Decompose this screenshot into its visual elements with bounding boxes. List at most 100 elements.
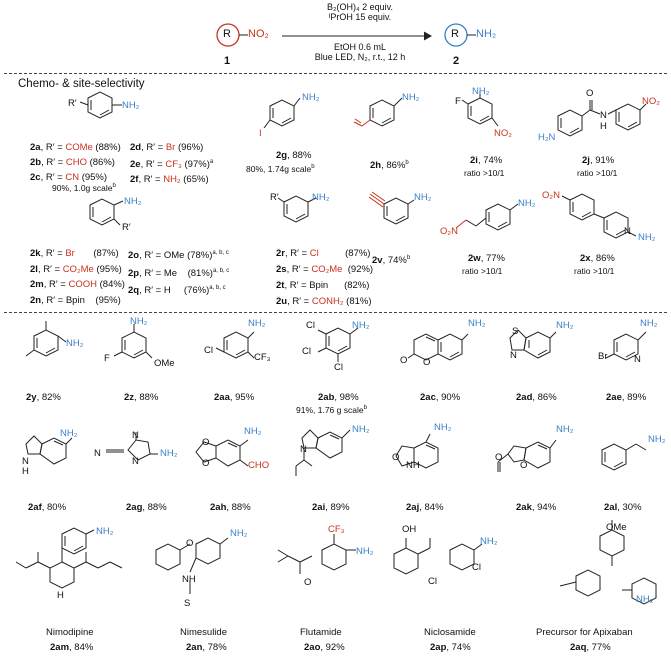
ether-o: O bbox=[186, 538, 194, 549]
caption-2ae: 2ae, 89% bbox=[606, 392, 647, 403]
nh2-label: NH₂ bbox=[60, 428, 78, 439]
reactant-group: NO₂ bbox=[248, 28, 269, 40]
entry-2l: 2l, R′ = CO₂Me (95%) bbox=[30, 263, 122, 275]
reactant-r: R bbox=[223, 28, 231, 40]
structure-2am bbox=[15, 527, 123, 589]
section-title: Chemo- & site-selectivity bbox=[18, 78, 145, 90]
reactant-circle bbox=[216, 23, 248, 47]
structure-2w bbox=[455, 203, 519, 231]
caption-2y: 2y, 82% bbox=[26, 392, 61, 403]
h2n-label: H₂N bbox=[538, 132, 556, 143]
structure-2z bbox=[113, 324, 153, 359]
nh2-label: NH₂ bbox=[312, 192, 330, 203]
cf3-label: CF₃ bbox=[254, 352, 271, 363]
iodo-label: I bbox=[259, 128, 262, 139]
structure-2ad bbox=[509, 329, 557, 359]
pyridine-n: N bbox=[634, 354, 641, 365]
nitro-label: O₂N bbox=[542, 190, 560, 201]
entry-2o: 2o, R′ = OMe (78%)a, b, c bbox=[128, 250, 229, 262]
rprime-label: R′ bbox=[270, 192, 279, 203]
entry-2a: 2a, R′ = COMe (88%) bbox=[30, 142, 121, 153]
group1-list-right: 2d, R′ = Br (96%) 2e, R′ = CF₃ (97%)a 2f… bbox=[130, 140, 213, 187]
conditions-above: B₂(OH)₄ 2 equiv. ᴵPrOH 15 equiv. bbox=[290, 2, 430, 22]
entry-2s: 2s, R′ = CO₂Me (92%) bbox=[276, 264, 374, 275]
nh2-label: NH₂ bbox=[402, 92, 420, 103]
ester-o: O bbox=[495, 452, 503, 463]
caption-2h: 2h, 86%b bbox=[370, 160, 409, 172]
carbonyl-o: O bbox=[400, 355, 408, 366]
structure-2x bbox=[561, 193, 637, 239]
drug-name-apixaban-precursor: Precursor for Apixaban bbox=[536, 627, 633, 638]
carbonyl-o: O bbox=[586, 88, 594, 99]
caption-2aa: 2aa, 95% bbox=[214, 392, 255, 403]
drug-name-niclosamide: Niclosamide bbox=[424, 627, 476, 638]
indole-n: N bbox=[300, 444, 307, 455]
chloro-label: Cl bbox=[306, 320, 315, 331]
condition-reagent: B₂(OH)₄ 2 equiv. bbox=[326, 2, 394, 12]
caption-2aj: 2aj, 84% bbox=[406, 502, 444, 513]
entry-2r: 2r, R′ = Cl (87%) bbox=[276, 248, 371, 259]
product-r: R bbox=[451, 28, 459, 40]
nitrogen-label: N bbox=[510, 350, 517, 361]
caption-2al: 2al, 30% bbox=[604, 502, 642, 513]
o2n-label: O₂N bbox=[440, 226, 458, 237]
structure-2aj bbox=[395, 433, 439, 469]
group2-list-left: 2k, R′ = Br (87%) 2l, R′ = CO₂Me (95%) 2… bbox=[30, 246, 125, 308]
entry-2n: 2n, R′ = Bpin (95%) bbox=[30, 294, 121, 306]
caption-2ap: 2ap, 74% bbox=[430, 642, 471, 653]
reaction-arrow bbox=[282, 31, 433, 41]
structure-2al bbox=[601, 443, 647, 471]
group1-list-left: 2a, R′ = COMe (88%) 2b, R′ = CHO (86%) 2… bbox=[30, 140, 121, 185]
dhp-nh: H bbox=[57, 590, 64, 601]
entry-2d: 2d, R′ = Br (96%) bbox=[130, 142, 204, 153]
structure-2ag bbox=[106, 432, 158, 461]
entry-2b: 2b, R′ = CHO (86%) bbox=[30, 157, 115, 168]
nh2-label: NH₂ bbox=[248, 318, 266, 329]
nitrile-n: N bbox=[94, 448, 101, 459]
chloro-label: Cl bbox=[334, 362, 343, 373]
nh2-label: NH₂ bbox=[414, 192, 432, 203]
caption-2ag: 2ag, 88% bbox=[126, 502, 167, 513]
imidazole-n: N bbox=[132, 430, 139, 441]
structure-2af bbox=[25, 435, 73, 465]
condition-ipr: ᴵPrOH 15 equiv. bbox=[328, 12, 392, 22]
chloro-label: Cl bbox=[472, 562, 481, 573]
nh2-label: NH₂ bbox=[352, 320, 370, 331]
amide-n: N bbox=[600, 110, 607, 121]
entry-2e: 2e, R′ = CF₃ (97%)a bbox=[130, 159, 214, 171]
caption-2x: 2x, 86% bbox=[580, 253, 615, 264]
fluoro-label: F bbox=[455, 96, 461, 107]
nh2-label: NH₂ bbox=[244, 426, 262, 437]
ome-label: OMe bbox=[154, 358, 175, 369]
nh2-label: NH₂ bbox=[122, 100, 140, 111]
caption-2j: 2j, 91% bbox=[582, 155, 615, 166]
group3-list: 2r, R′ = Cl (87%) 2s, R′ = CO₂Me (92%) 2… bbox=[276, 246, 373, 310]
caption-2ab: 2ab, 98% bbox=[318, 392, 359, 403]
nh2-label: NH₂ bbox=[648, 434, 666, 445]
structure-2v bbox=[368, 191, 415, 225]
aldehyde-label: CHO bbox=[248, 460, 270, 471]
conditions-below: EtOH 0.6 mL Blue LED, N₂, r.t., 12 h bbox=[290, 42, 430, 62]
product-number: 2 bbox=[453, 55, 460, 67]
rprime-label: R′ bbox=[68, 98, 77, 109]
structure-2ah bbox=[195, 439, 249, 467]
caption-2ah: 2ah, 88% bbox=[210, 502, 251, 513]
caption-2g: 2g, 88% bbox=[276, 150, 312, 161]
scale-2ab: 91%, 1.76 g scaleb bbox=[296, 405, 367, 415]
cf3-label: CF₃ bbox=[328, 524, 345, 535]
structure-2ao bbox=[277, 534, 356, 574]
entry-2k: 2k, R′ = Br (87%) bbox=[30, 248, 119, 259]
ortho-aniline-structure bbox=[89, 198, 124, 226]
ring-o: O bbox=[423, 357, 431, 368]
furan-o: O bbox=[520, 460, 528, 471]
caption-2z: 2z, 88% bbox=[124, 392, 159, 403]
nh2-label: NH₂ bbox=[556, 424, 574, 435]
nh2-label: NH₂ bbox=[230, 528, 248, 539]
caption-2an: 2an, 78% bbox=[186, 642, 227, 653]
nh2-label: NH₂ bbox=[468, 318, 486, 329]
drug-name-flutamide: Flutamide bbox=[300, 627, 342, 638]
entry-2q: 2q, R′ = H (76%)a, b, c bbox=[128, 285, 226, 297]
entry-2c: 2c, R′ = CN (95%) bbox=[30, 172, 108, 183]
entry-2u: 2u, R′ = CONH₂ (81%) bbox=[276, 296, 372, 307]
nh2-label: NH₂ bbox=[434, 422, 452, 433]
